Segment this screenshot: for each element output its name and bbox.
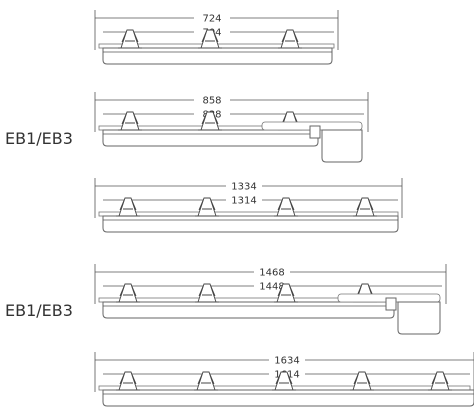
outer-length-label: 1634 (274, 356, 299, 367)
fixture-unit: 724704 (94, 10, 339, 65)
mounting-clip (428, 371, 452, 391)
outer-length-label: 1468 (259, 268, 284, 279)
mounting-clip (278, 29, 302, 49)
housing-body (102, 389, 474, 407)
mounting-clip (274, 197, 298, 217)
mounting-clip (274, 283, 298, 303)
lamp-rail (98, 211, 399, 217)
mounting-clip (198, 111, 222, 131)
mounting-clip (195, 197, 219, 217)
housing-body (102, 215, 399, 233)
mounting-clip (116, 371, 140, 391)
outer-length-label: 1334 (231, 182, 256, 193)
mounting-clip (118, 111, 142, 131)
mounting-clip (116, 197, 140, 217)
housing-body (102, 47, 333, 65)
mounting-clip (353, 197, 377, 217)
outer-length-label: 858 (202, 96, 221, 107)
connector-block (309, 125, 321, 139)
emergency-option-label: EB1/EB3 (5, 301, 73, 320)
mounting-clip (116, 283, 140, 303)
housing-body (102, 301, 395, 319)
housing-body (102, 129, 319, 147)
outer-length-label: 724 (202, 14, 221, 25)
mounting-clip (194, 371, 218, 391)
fixture-unit: 1334 1314 (94, 178, 403, 233)
inner-length-label: 1448 (259, 282, 284, 293)
mounting-clip (118, 29, 142, 49)
mounting-clip (350, 371, 374, 391)
inner-length-label: 1314 (231, 196, 256, 207)
mounting-clip (198, 29, 222, 49)
fixture-unit: 858838EB1/EB3 (5, 92, 369, 163)
connector-block (385, 297, 397, 311)
mounting-clip (195, 283, 219, 303)
mounting-clip (272, 371, 296, 391)
battery-box (397, 301, 441, 335)
emergency-option-label: EB1/EB3 (5, 129, 73, 148)
battery-box (321, 129, 363, 163)
fixture-unit: 16341614 (94, 352, 474, 407)
